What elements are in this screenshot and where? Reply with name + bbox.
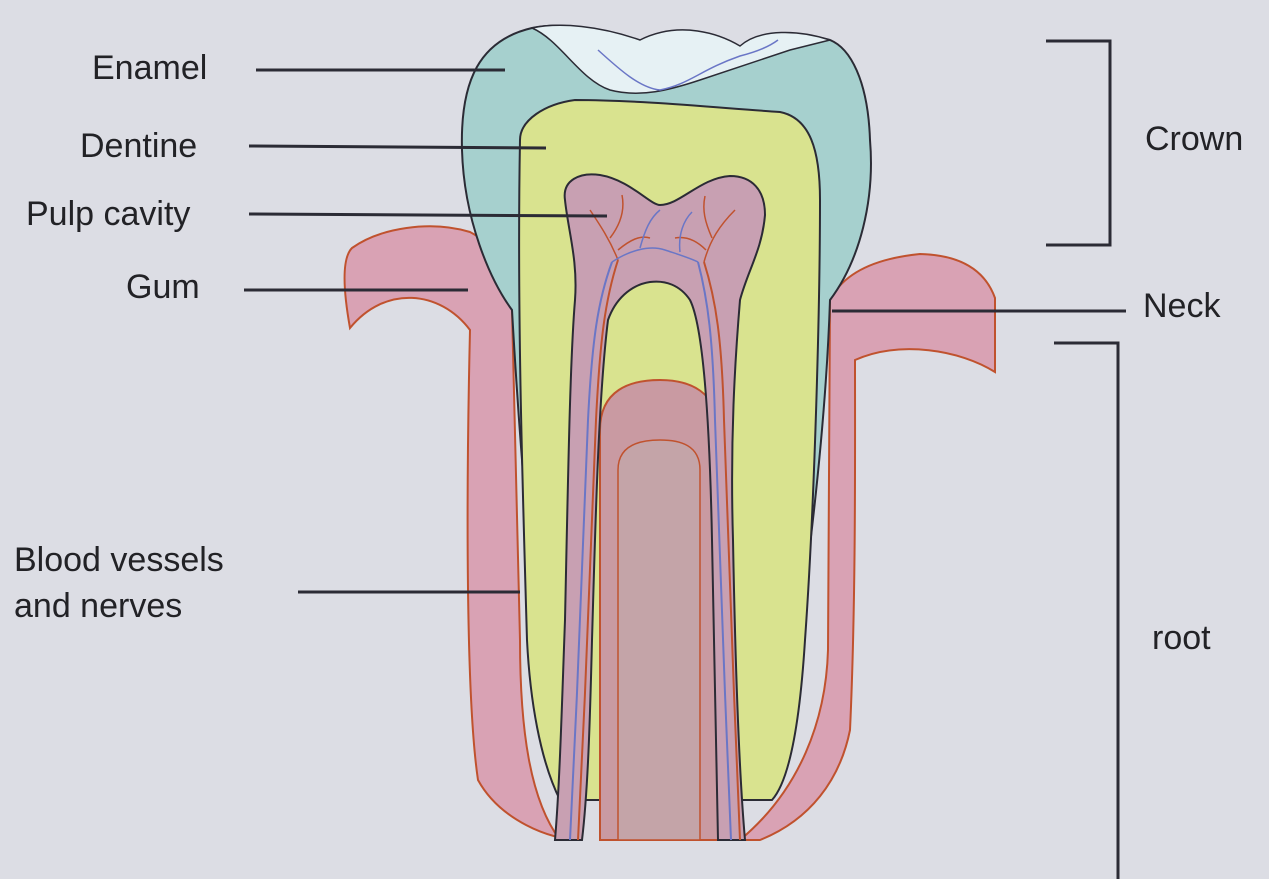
label-pulp-cavity: Pulp cavity (26, 192, 190, 238)
root-canal-inner (618, 440, 700, 840)
label-dentine: Dentine (80, 124, 197, 170)
crown-bracket (1046, 41, 1110, 245)
label-root: root (1152, 616, 1211, 662)
label-neck: Neck (1143, 284, 1220, 330)
label-crown: Crown (1145, 117, 1243, 163)
label-blood-vessels-line2: and nerves (14, 584, 224, 630)
label-blood-vessels-line1: Blood vessels (14, 538, 224, 584)
leader-pulp (249, 214, 607, 216)
label-blood-vessels: Blood vessels and nerves (14, 538, 224, 630)
root-bracket (1054, 343, 1118, 879)
label-gum: Gum (126, 265, 200, 311)
label-enamel: Enamel (92, 46, 207, 92)
leader-dentine (249, 146, 546, 148)
